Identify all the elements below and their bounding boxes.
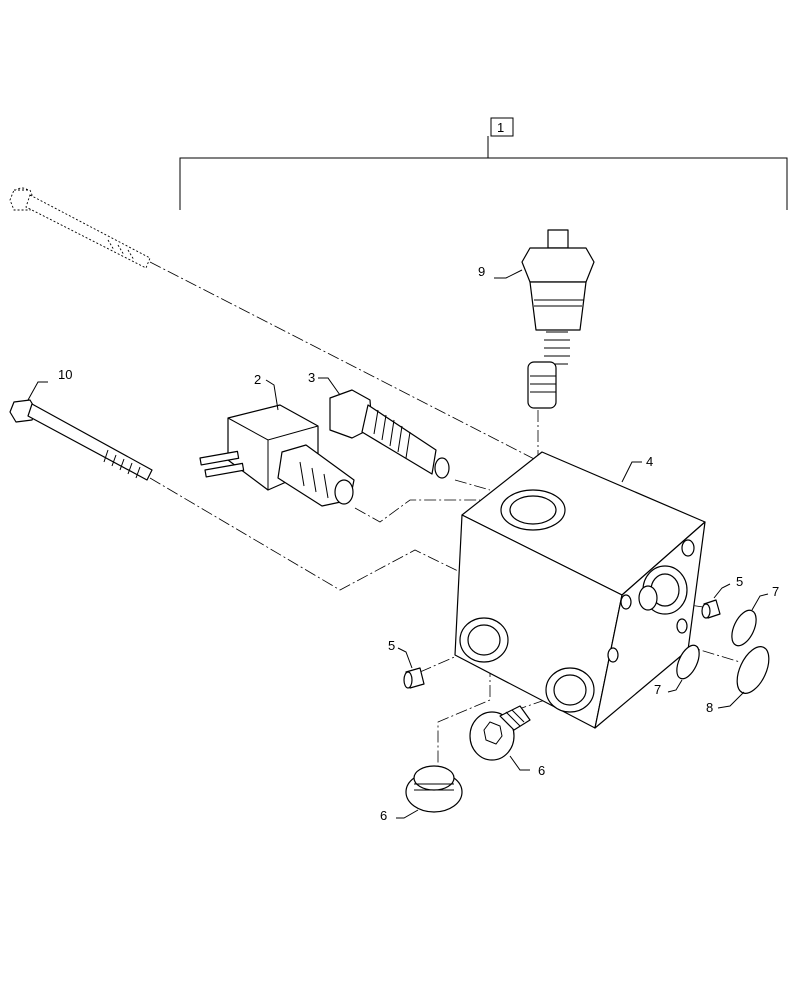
oring-item-8: 8 — [706, 646, 770, 715]
callout-5-left: 5 — [388, 638, 395, 653]
manifold-block-item-4: 4 — [454, 451, 706, 729]
plug-item-6-left: 6 — [380, 765, 463, 823]
callout-8: 8 — [706, 700, 713, 715]
bolt-item-10: 10 — [9, 367, 153, 481]
callout-7-lower: 7 — [654, 682, 661, 697]
callout-4: 4 — [646, 454, 653, 469]
socket-plug-item-6-right: 6 — [469, 705, 545, 778]
callout-1: 1 — [497, 120, 504, 135]
relief-valve-item-9: 9 — [478, 229, 595, 409]
cartridge-item-3: 3 — [308, 370, 450, 479]
callout-6-left: 6 — [380, 808, 387, 823]
callout-7-upper: 7 — [772, 584, 779, 599]
assembly-bracket: 1 — [179, 117, 788, 210]
callout-box-1 — [490, 117, 514, 137]
plug-item-5-left: 5 — [388, 638, 425, 689]
callout-2: 2 — [254, 372, 261, 387]
callout-10: 10 — [58, 367, 72, 382]
solenoid-item-2: 2 — [199, 372, 355, 507]
callout-5-right: 5 — [736, 574, 743, 589]
callout-6-right: 6 — [538, 763, 545, 778]
oring-item-7-upper: 7 — [731, 584, 779, 647]
callout-3: 3 — [308, 370, 315, 385]
ghost-bolt — [9, 187, 151, 269]
oring-item-7-lower: 7 — [654, 644, 700, 697]
callout-9: 9 — [478, 264, 485, 279]
plug-item-5-right: 5 — [701, 574, 743, 619]
